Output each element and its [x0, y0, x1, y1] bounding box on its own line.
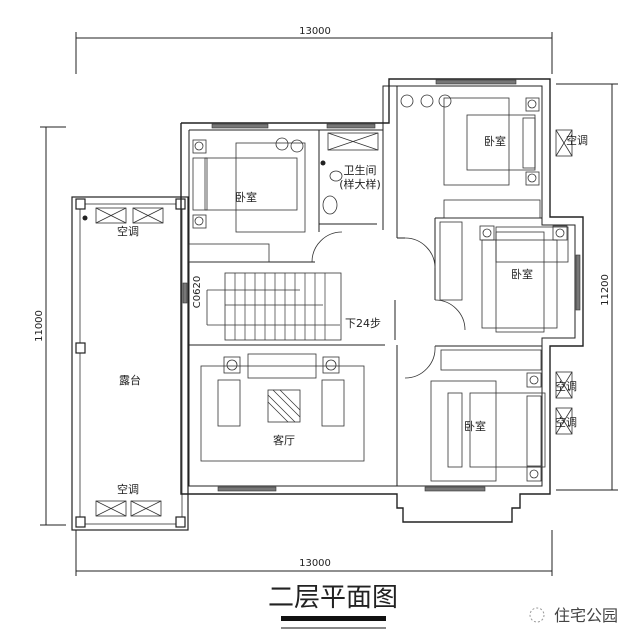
bed-ne: [400, 94, 573, 219]
dimension-bottom: [75, 530, 553, 576]
terrace: [71, 196, 189, 531]
dimension-right: [556, 83, 618, 491]
living-room-furniture: [200, 353, 365, 462]
window-code-label: C0620: [192, 276, 203, 308]
dim-right-label: 11200: [600, 274, 611, 306]
dim-top-label: 13000: [299, 26, 331, 37]
room-label-bathroom: 卫生间: [344, 163, 377, 177]
staircase: [206, 272, 342, 341]
watermark-icon: [529, 607, 545, 623]
dimension-left: [40, 126, 66, 526]
plan-title: 二层平面图: [268, 583, 398, 613]
stair-annotation: 下24步: [345, 317, 381, 330]
bed-e: [439, 221, 569, 333]
dimension-top: [75, 32, 553, 74]
room-label-bedroom-e: 卧室: [511, 267, 533, 281]
bathroom-fixtures: [320, 132, 379, 215]
ac-label-ne: 空调: [566, 133, 588, 147]
outer-walls: [180, 78, 584, 523]
room-label-terrace: 露台: [119, 373, 141, 387]
ac-label-terrace-top: 空调: [117, 224, 139, 238]
dim-left-label: 11000: [34, 310, 45, 342]
ac-label-se-2: 空调: [555, 415, 577, 429]
windows: [182, 79, 581, 492]
room-label-bedroom-ne: 卧室: [484, 134, 506, 148]
room-label-bathroom-note: (样大样): [339, 177, 381, 191]
dim-bottom-label: 13000: [299, 558, 331, 569]
bed-se: [430, 349, 573, 482]
room-label-bedroom-se: 卧室: [464, 419, 486, 433]
room-label-living-room: 客厅: [273, 433, 295, 447]
bed-nw: [188, 137, 306, 263]
ac-label-terrace-bottom: 空调: [117, 482, 139, 496]
ac-label-se-1: 空调: [555, 379, 577, 393]
title-underline: [281, 616, 386, 629]
room-label-bedroom-nw: 卧室: [235, 190, 257, 204]
watermark-text: 住宅公园: [554, 606, 618, 625]
